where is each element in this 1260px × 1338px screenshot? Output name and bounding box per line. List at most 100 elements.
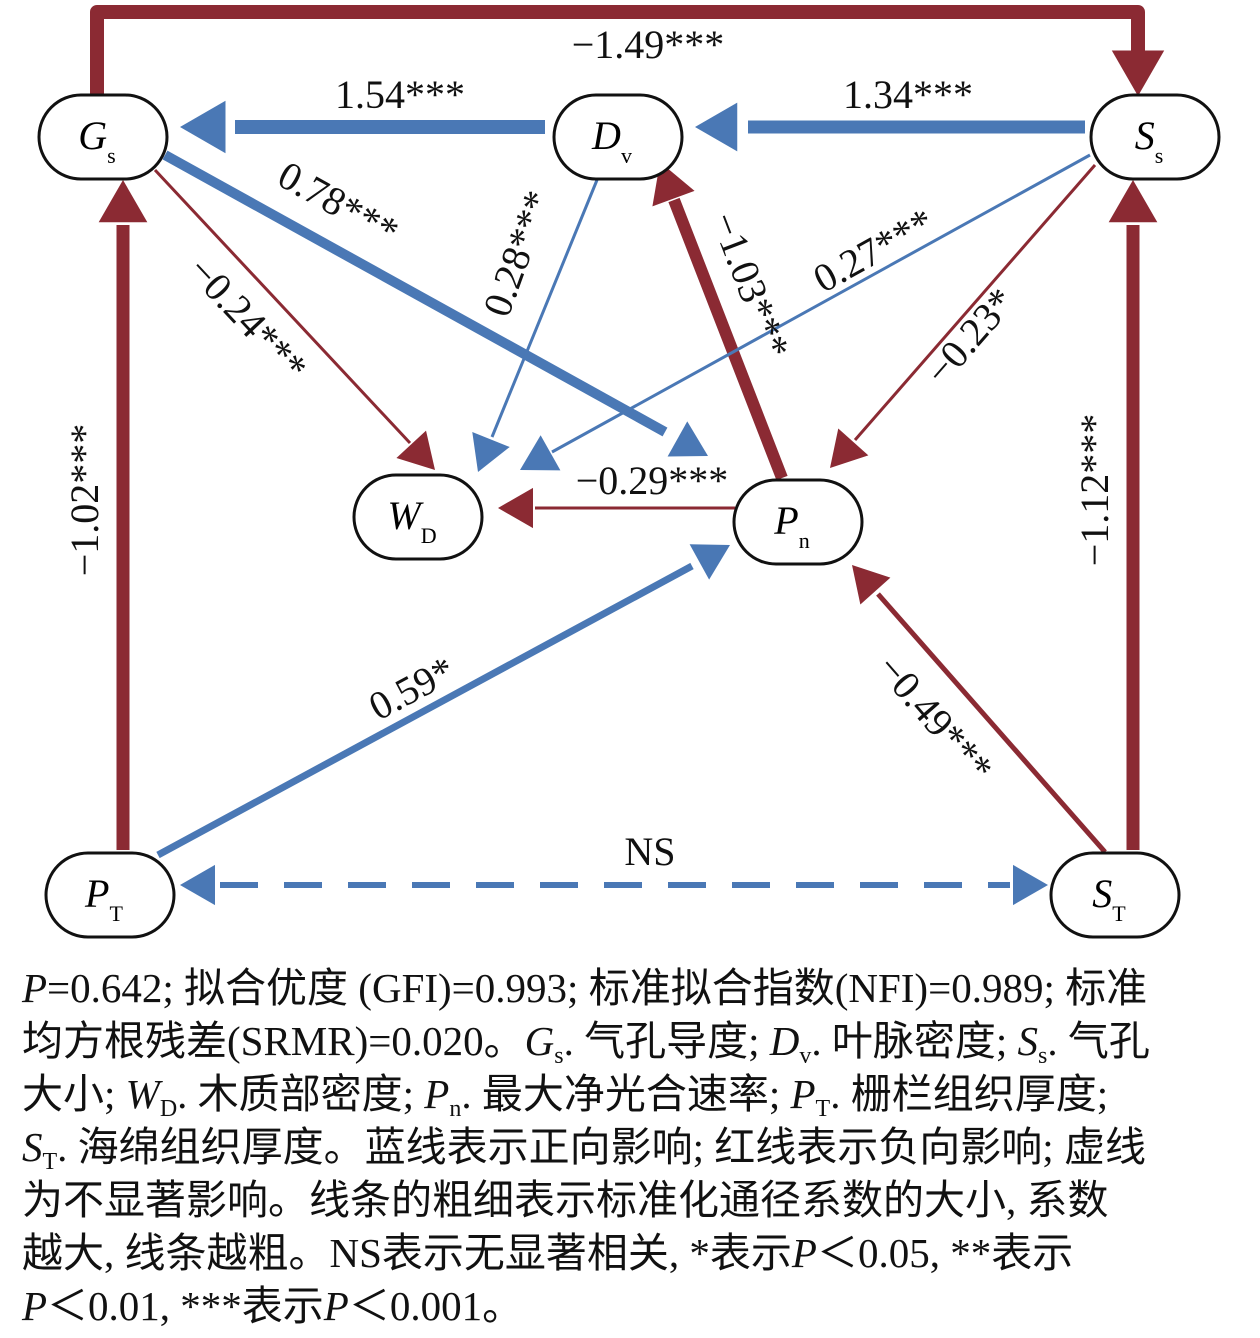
edge-PT-to-ST <box>180 864 1048 906</box>
edge-Dv-to-WD <box>472 179 599 472</box>
edge-line <box>853 164 1097 441</box>
caption-text: . 海绵组织厚度。蓝线表示正向影响; 红线表示负向影响; 虚线 <box>57 1124 1146 1170</box>
node-label: WD <box>387 493 436 548</box>
edge-Ss-to-WD <box>520 153 1091 471</box>
edge-coefficient-label: 0.27*** <box>806 199 942 301</box>
node-label: PT <box>84 871 123 926</box>
caption-text: P <box>790 1071 816 1117</box>
arrowhead <box>830 428 869 468</box>
edge-line <box>668 197 788 481</box>
caption-line: P＜0.01, ***表示P＜0.001。 <box>22 1280 1242 1333</box>
node-label: Pn <box>773 498 809 553</box>
edge-line <box>162 150 668 437</box>
arrowhead <box>1111 50 1165 96</box>
caption-line: P=0.642; 拟合优度 (GFI)=0.993; 标准拟合指数(NFI)=0… <box>22 962 1242 1015</box>
edge-coefficient-label: −0.29*** <box>576 458 729 503</box>
caption-subscript: n <box>449 1096 462 1122</box>
caption-text: 均方根残差(SRMR)=0.020。 <box>22 1018 525 1064</box>
node-Gs: Gs <box>37 93 169 181</box>
caption-text: . 木质部密度; <box>177 1071 425 1117</box>
edge-Dv-to-Gs <box>180 100 545 154</box>
edge-Gs-to-Pn <box>162 150 708 457</box>
edge-Gs-to-Ss <box>90 5 1165 96</box>
node-box <box>44 851 176 939</box>
edge-line <box>490 179 599 438</box>
caption-text: . 气孔导度; <box>563 1018 770 1064</box>
node-label: Dv <box>591 113 632 168</box>
edge-ST-to-Pn <box>852 565 1107 854</box>
edge-coefficient-label: −1.03*** <box>702 206 799 365</box>
edge-PT-to-Gs <box>98 180 148 850</box>
caption-text: S <box>22 1124 43 1170</box>
arrowhead <box>98 180 148 223</box>
node-ST: ST <box>1049 851 1181 939</box>
path-diagram: −1.49***1.54***1.34***0.78***−0.24***0.2… <box>37 5 1221 939</box>
arrowhead <box>852 565 891 605</box>
edge-ST-to-Ss <box>1108 180 1158 850</box>
node-box <box>1089 93 1221 181</box>
edge-coefficient-label: 0.78*** <box>271 152 407 254</box>
caption-subscript: D <box>159 1096 178 1122</box>
node-label: Ss <box>1135 113 1164 168</box>
caption-text: P <box>323 1283 349 1329</box>
edge-coefficient-label: −0.49*** <box>868 646 1002 791</box>
edge-coefficient-label: −1.02*** <box>62 424 107 577</box>
node-label: Gs <box>78 113 115 168</box>
edge-coefficient-label: 1.34*** <box>843 72 973 117</box>
edge-coefficient-label: NS <box>624 829 675 874</box>
caption-text: . 最大净光合速率; <box>461 1071 791 1117</box>
caption-text: W <box>125 1071 160 1117</box>
caption-subscript: T <box>815 1096 831 1122</box>
node-box <box>37 93 169 181</box>
node-box <box>732 478 864 566</box>
caption-text: 大小; <box>22 1071 126 1117</box>
caption-text: ＜0.05, **表示 <box>816 1230 1074 1276</box>
arrowhead <box>667 421 708 457</box>
caption-subscript: v <box>799 1043 812 1069</box>
arrowhead <box>689 544 730 580</box>
caption-subscript: T <box>42 1149 58 1175</box>
caption-text: P <box>791 1230 817 1276</box>
node-WD: WD <box>352 473 484 561</box>
edge-Gs-to-WD <box>153 168 435 470</box>
arrowhead <box>695 102 738 152</box>
node-box <box>552 93 684 181</box>
caption-text: P <box>22 965 48 1011</box>
edge-Ss-to-Pn <box>830 164 1097 468</box>
edge-line <box>876 592 1107 854</box>
figure-caption: P=0.642; 拟合优度 (GFI)=0.993; 标准拟合指数(NFI)=0… <box>22 962 1242 1333</box>
edge-Ss-to-Dv <box>695 102 1085 152</box>
caption-text: . 栅栏组织厚度; <box>830 1071 1109 1117</box>
caption-text: ＜0.01, ***表示 <box>47 1283 324 1329</box>
arrowhead <box>180 864 215 906</box>
caption-text: =0.642; 拟合优度 (GFI)=0.993; 标准拟合指数(NFI)=0.… <box>47 965 1148 1011</box>
arrowhead <box>180 100 226 154</box>
caption-text: G <box>524 1018 555 1064</box>
arrowhead <box>396 430 435 470</box>
caption-text: ＜0.001。 <box>348 1283 524 1329</box>
caption-line: ST. 海绵组织厚度。蓝线表示正向影响; 红线表示负向影响; 虚线 <box>22 1121 1242 1174</box>
caption-text: . 气孔 <box>1047 1018 1150 1064</box>
arrowhead <box>1108 180 1158 223</box>
caption-line: 越大, 线条越粗。NS表示无显著相关, *表示P＜0.05, **表示 <box>22 1227 1242 1280</box>
node-Pn: Pn <box>732 478 864 566</box>
edge-line <box>90 5 1145 95</box>
arrowhead <box>472 432 510 472</box>
edge-Pn-to-WD <box>498 487 735 529</box>
edge-coefficient-label: −0.23* <box>916 279 1024 393</box>
node-box <box>352 473 484 561</box>
edge-line <box>156 562 694 859</box>
edge-coefficient-label: 1.54*** <box>335 72 465 117</box>
caption-line: 为不显著影响。线条的粗细表示标准化通径系数的大小, 系数 <box>22 1174 1242 1227</box>
caption-text: 为不显著影响。线条的粗细表示标准化通径系数的大小, 系数 <box>22 1177 1109 1223</box>
edge-coefficient-label: −1.12*** <box>1072 414 1117 567</box>
node-box <box>1049 851 1181 939</box>
node-Dv: Dv <box>552 93 684 181</box>
edge-line <box>153 168 412 445</box>
caption-subscript: s <box>554 1043 564 1069</box>
caption-text: P <box>22 1283 48 1329</box>
caption-text: . 叶脉密度; <box>811 1018 1018 1064</box>
caption-text: S <box>1017 1018 1039 1064</box>
arrowhead <box>1013 864 1048 906</box>
